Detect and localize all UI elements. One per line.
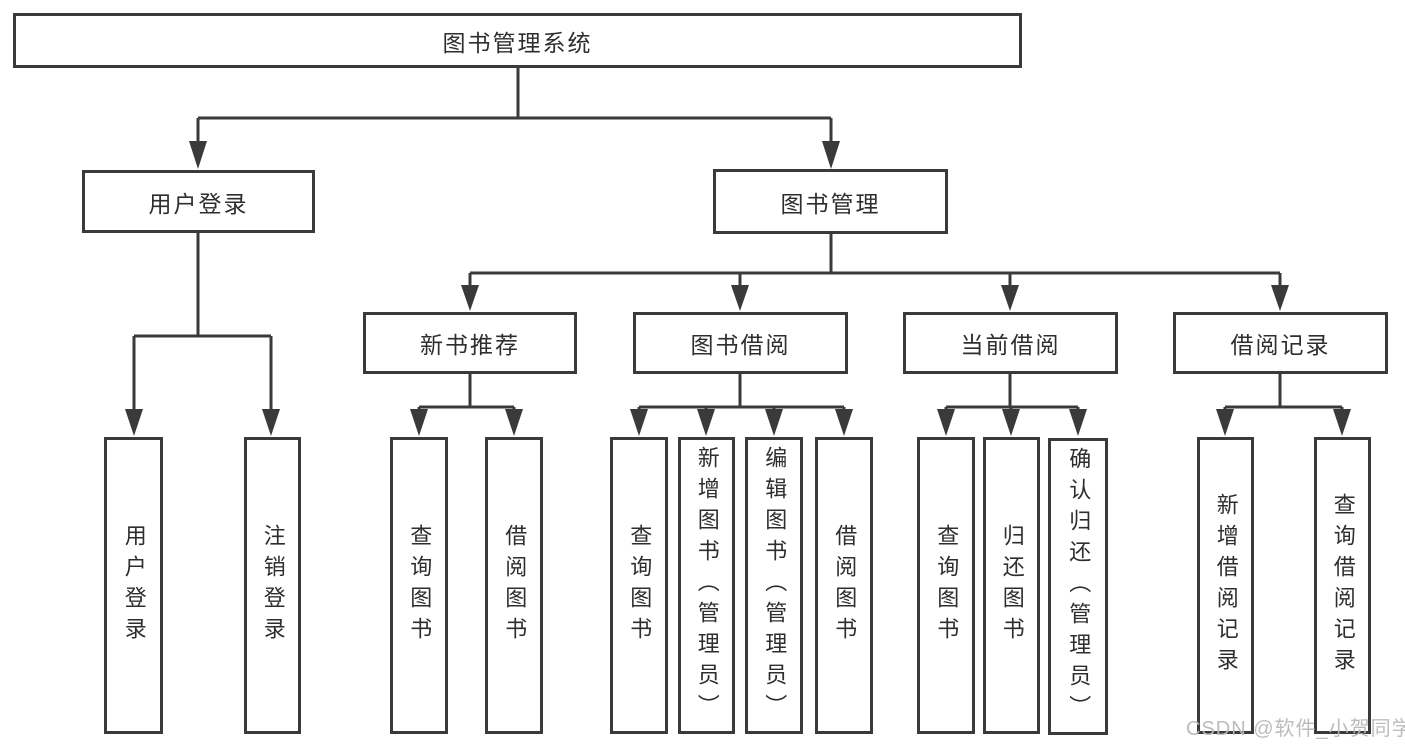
arrowhead — [410, 409, 428, 436]
leaf-search-books-borrowing: 查询图书 — [610, 437, 668, 734]
arrowhead — [1001, 285, 1019, 311]
arrowhead — [461, 285, 479, 311]
leaf-edit-books-admin-label: 编辑图书（管理员） — [762, 446, 788, 725]
edge-book-borrowing-to-leaves — [637, 374, 846, 414]
edge-borrow-records-to-leaves — [1223, 374, 1344, 414]
leaf-confirm-return-admin-label: 确认归还（管理员） — [1066, 447, 1092, 726]
leaf-confirm-return-admin: 确认归还（管理员） — [1048, 438, 1108, 735]
leaf-borrow-books-recommendation-label: 借阅图书 — [502, 523, 528, 648]
leaf-user-login: 用户登录 — [104, 437, 163, 734]
node-book-borrowing-label: 图书借阅 — [690, 332, 791, 358]
leaf-borrow-books-borrowing-label: 借阅图书 — [832, 523, 858, 648]
arrowhead — [731, 285, 749, 311]
node-library-system: 图书管理系统 — [13, 13, 1022, 68]
node-library-system-label: 图书管理系统 — [442, 29, 593, 56]
leaf-borrow-books-borrowing: 借阅图书 — [815, 437, 873, 734]
leaf-search-books-recommendation: 查询图书 — [390, 437, 448, 734]
leaf-edit-books-admin: 编辑图书（管理员） — [745, 437, 803, 734]
edge-new-book-rec-to-leaves — [417, 374, 516, 414]
arrowhead — [262, 409, 280, 436]
leaf-user-login-label: 用户登录 — [121, 523, 147, 648]
arrowhead — [125, 409, 143, 436]
arrowhead — [937, 409, 955, 436]
arrowhead — [1002, 409, 1020, 436]
edge-user-login-to-leaves — [132, 233, 273, 413]
node-current-borrowing-label: 当前借阅 — [960, 332, 1061, 358]
leaf-return-books-label: 归还图书 — [999, 523, 1025, 648]
watermark: CSDN @软件_小贺同学 — [1186, 718, 1405, 740]
leaf-logout: 注销登录 — [244, 437, 301, 734]
arrowhead — [630, 409, 648, 436]
arrowhead — [822, 141, 840, 169]
arrowhead — [697, 409, 715, 436]
leaf-search-books-current-label: 查询图书 — [934, 523, 960, 648]
node-borrowing-records-label: 借阅记录 — [1230, 332, 1331, 358]
node-book-management-label: 图书管理 — [780, 190, 881, 217]
connector-arrowheads — [125, 141, 1351, 436]
node-user-login-label: 用户登录 — [148, 190, 249, 217]
arrowhead — [765, 409, 783, 436]
arrowhead — [835, 409, 853, 436]
node-new-book-recommendation: 新书推荐 — [363, 312, 577, 374]
leaf-add-borrow-record-label: 新增借阅记录 — [1213, 492, 1239, 679]
leaf-search-books-current: 查询图书 — [917, 437, 975, 734]
arrowhead — [1271, 285, 1289, 311]
leaf-add-books-admin: 新增图书（管理员） — [678, 437, 735, 734]
leaf-logout-label: 注销登录 — [260, 523, 286, 648]
arrowhead — [1216, 409, 1234, 436]
edge-root-to-level2 — [196, 68, 833, 145]
connector-lines — [132, 68, 1344, 414]
node-book-management: 图书管理 — [713, 169, 948, 234]
node-borrowing-records: 借阅记录 — [1173, 312, 1388, 374]
node-current-borrowing: 当前借阅 — [903, 312, 1118, 374]
arrowhead — [189, 141, 207, 169]
node-new-book-recommendation-label: 新书推荐 — [420, 332, 520, 358]
leaf-search-books-recommendation-label: 查询图书 — [407, 523, 433, 648]
edge-book-management-to-level3 — [468, 233, 1282, 290]
leaf-return-books: 归还图书 — [983, 437, 1040, 734]
node-user-login: 用户登录 — [82, 170, 315, 233]
node-book-borrowing: 图书借阅 — [633, 312, 848, 374]
leaf-borrow-books-recommendation: 借阅图书 — [485, 437, 543, 734]
leaf-add-books-admin-label: 新增图书（管理员） — [694, 446, 720, 725]
arrowhead — [1069, 409, 1087, 436]
leaf-search-books-borrowing-label: 查询图书 — [627, 523, 653, 648]
arrowhead — [505, 409, 523, 436]
leaf-add-borrow-record: 新增借阅记录 — [1197, 437, 1254, 734]
leaf-search-borrow-record-label: 查询借阅记录 — [1330, 492, 1356, 679]
leaf-search-borrow-record: 查询借阅记录 — [1314, 437, 1371, 734]
arrowhead — [1333, 409, 1351, 436]
edge-current-borrowing-to-leaves — [944, 374, 1080, 414]
